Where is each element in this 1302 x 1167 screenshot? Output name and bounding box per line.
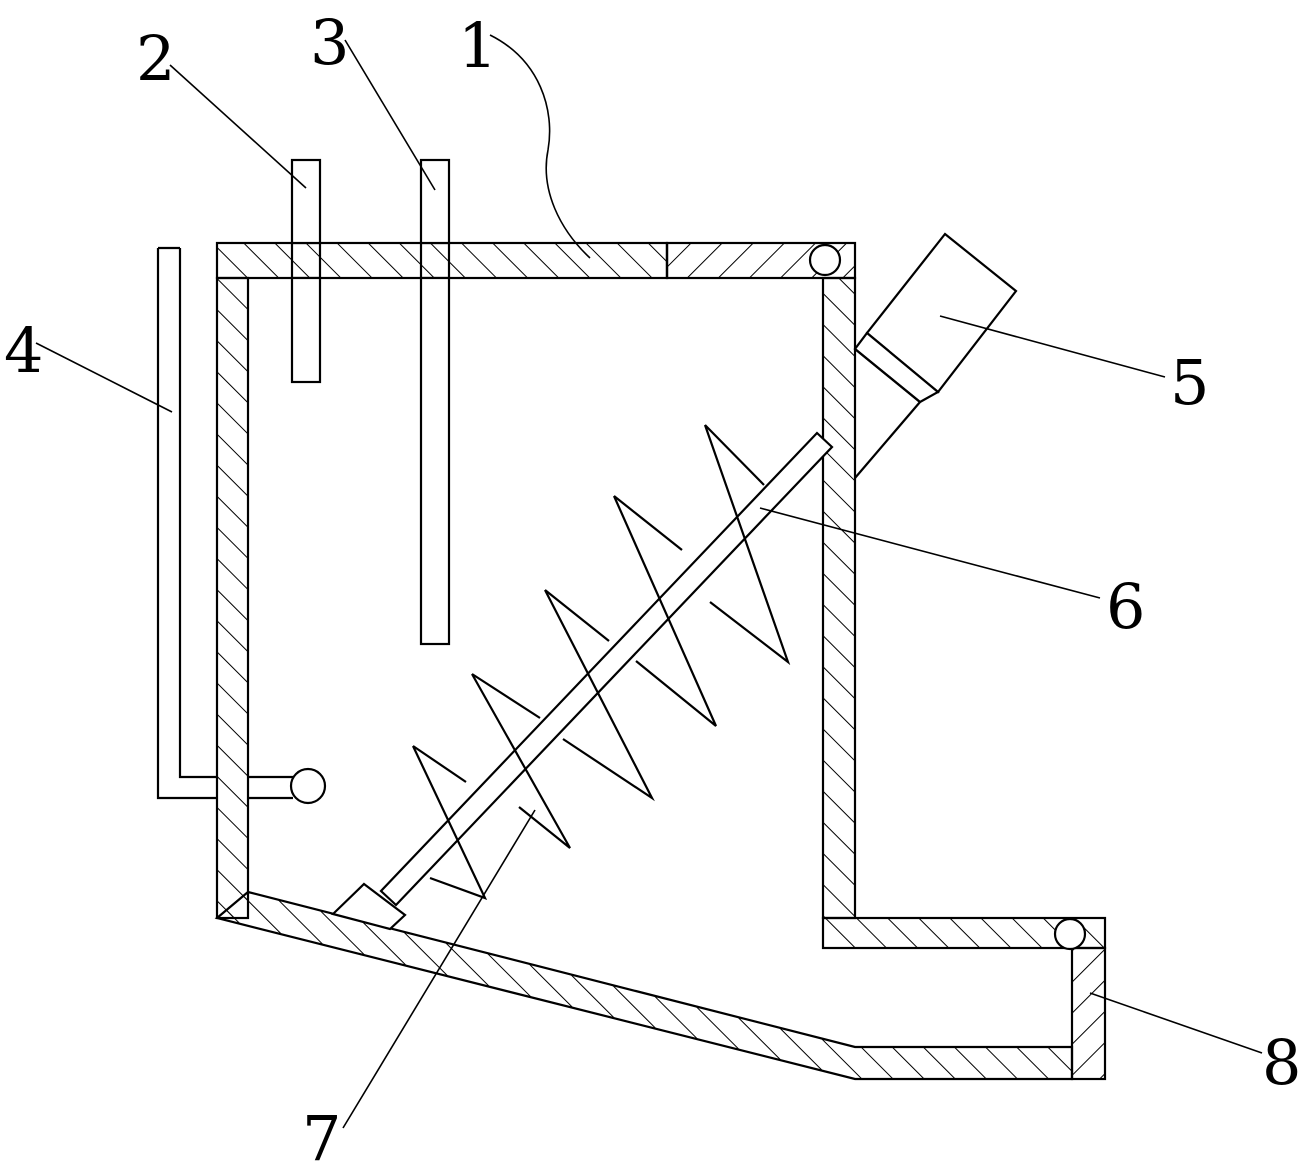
leader-2 xyxy=(169,64,307,189)
level-pipe-4 xyxy=(156,246,327,805)
label-8: 8 xyxy=(1262,1026,1301,1099)
flight-3 xyxy=(544,589,655,802)
pipe-3 xyxy=(419,158,451,646)
leader-3 xyxy=(344,39,436,191)
pipe-2-lower xyxy=(290,276,322,384)
label-5: 5 xyxy=(1170,346,1209,419)
left-wall xyxy=(215,276,250,920)
pipe-2 xyxy=(290,158,322,384)
label-7: 7 xyxy=(302,1102,341,1167)
flight-1 xyxy=(412,745,488,900)
leader-8 xyxy=(1089,992,1263,1054)
sloped-bottom-wall xyxy=(214,890,1074,1081)
leader-5 xyxy=(939,315,1166,378)
pipe-2-upper xyxy=(290,158,322,245)
label-1: 1 xyxy=(458,9,497,82)
flight-4 xyxy=(612,495,718,727)
label-4: 4 xyxy=(4,314,43,387)
shaft-body xyxy=(379,431,834,907)
leader-6 xyxy=(759,507,1101,599)
label-3: 3 xyxy=(310,6,349,79)
shaft-end-block xyxy=(330,882,407,931)
leader-7 xyxy=(342,809,536,1129)
flight-5 xyxy=(703,424,791,666)
outlet-pivot xyxy=(1053,917,1087,951)
top-wall xyxy=(215,241,669,280)
leader-4 xyxy=(35,342,173,413)
tank-body xyxy=(214,241,1107,1081)
flight-2 xyxy=(471,673,571,849)
motor-5 xyxy=(853,232,1018,479)
callout-labels: 1 2 3 4 5 6 7 8 xyxy=(4,6,1301,1167)
float-ball xyxy=(289,767,327,805)
helix-flights xyxy=(412,424,791,900)
screw-shaft-6 xyxy=(330,431,834,931)
label-2: 2 xyxy=(136,22,175,95)
right-wall xyxy=(821,276,857,920)
outlet-wall xyxy=(1070,946,1107,1081)
leader-1 xyxy=(489,34,591,259)
pipe-3-lower xyxy=(419,276,451,646)
leader-lines xyxy=(35,34,1263,1129)
label-6: 6 xyxy=(1106,570,1145,643)
top-pivot xyxy=(808,243,842,277)
